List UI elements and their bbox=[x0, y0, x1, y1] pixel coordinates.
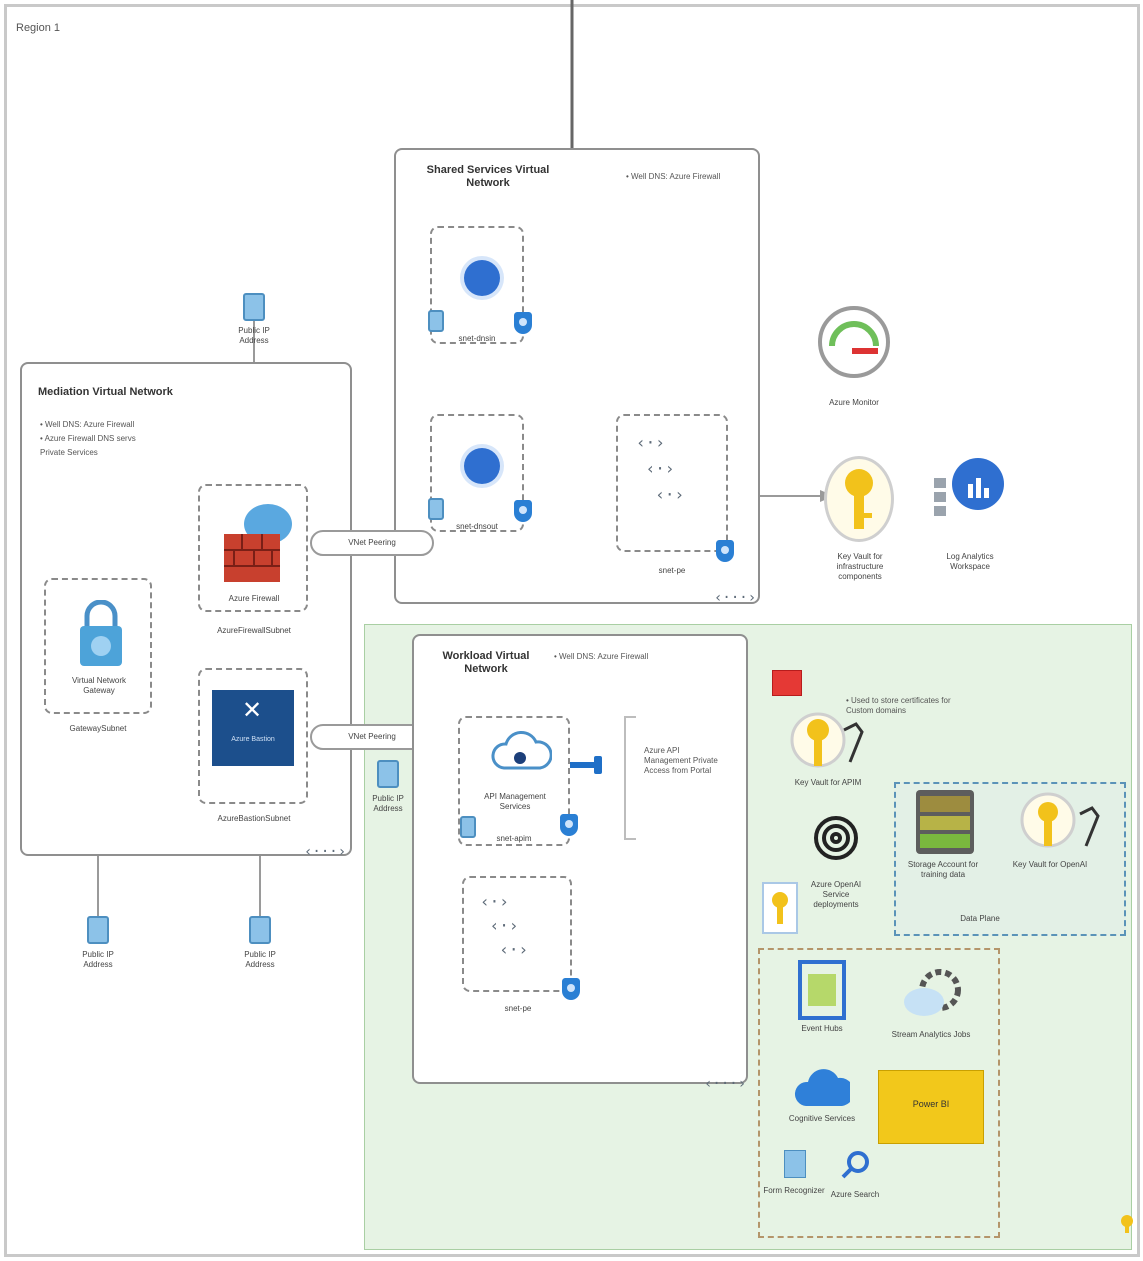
workload-pe-subnet bbox=[462, 876, 572, 992]
apim-cloud-icon bbox=[490, 726, 553, 778]
mediation-vnet-note-1: • Well DNS: Azure Firewall bbox=[40, 420, 135, 429]
stream-analytics-icon bbox=[900, 966, 964, 1022]
nsg-shield-icon bbox=[514, 312, 532, 334]
event-hubs-icon bbox=[796, 960, 848, 1020]
vnet-peering-connector: VNet Peering bbox=[310, 530, 434, 556]
openai-label: Azure OpenAI Service deployments bbox=[810, 880, 862, 909]
analytics-group bbox=[758, 948, 1000, 1238]
apim-subnet bbox=[458, 716, 570, 846]
storage-account-label: Storage Account for training data bbox=[907, 860, 979, 879]
dns-inbound-subnet bbox=[430, 226, 524, 344]
vpn-gateway-label: Virtual Network Gateway bbox=[71, 676, 127, 695]
keyvault-infra-icon bbox=[824, 456, 894, 542]
route-table-icon bbox=[428, 498, 444, 520]
mediation-vnet-note-3: Private Services bbox=[40, 448, 98, 457]
shared-services-vnet: Shared Services Virtual Network • Well D… bbox=[394, 148, 760, 606]
bastion-x-icon: ✕ bbox=[242, 697, 263, 724]
dns-outbound-subnet bbox=[430, 414, 524, 532]
azure-search-icon bbox=[840, 1150, 870, 1180]
workload-vnet: Workload Virtual Network • Well DNS: Azu… bbox=[412, 634, 748, 1092]
storage-account-icon bbox=[914, 790, 976, 854]
workload-vnet-title: Workload Virtual Network bbox=[442, 650, 530, 675]
shared-vnet-note: • Well DNS: Azure Firewall bbox=[626, 172, 721, 181]
nsg-shield-icon bbox=[514, 500, 532, 522]
dns-outbound-subnet-label: snet-dnsout bbox=[456, 522, 498, 531]
bastion-icon: ✕ Azure Bastion bbox=[212, 690, 294, 766]
route-table-icon bbox=[428, 310, 444, 332]
dns-inbound-subnet-label: snet-dnsin bbox=[458, 334, 496, 343]
firewall-icon bbox=[220, 496, 296, 584]
marker-icon bbox=[1120, 1214, 1134, 1234]
shared-vnet-title: Shared Services Virtual Network bbox=[426, 164, 550, 189]
dns-resolver-icon bbox=[464, 448, 500, 484]
form-recognizer-icon bbox=[784, 1150, 806, 1178]
firewall-subnet-label: AzureFirewallSubnet bbox=[217, 626, 291, 635]
public-ip-icon bbox=[377, 760, 399, 788]
cert-note: • Used to store certificates for Custom … bbox=[846, 696, 951, 715]
dns-resolver-icon bbox=[464, 260, 500, 296]
vnet-code-icon: ‹···› bbox=[304, 844, 347, 860]
apim-subnet-label: snet-apim bbox=[496, 834, 532, 843]
keyvault-apim-label: Key Vault for APIM bbox=[794, 778, 862, 787]
bastion-label: Azure Bastion bbox=[231, 736, 275, 743]
public-ip-label: Public IP Address bbox=[82, 950, 114, 969]
workload-vnet-note: • Well DNS: Azure Firewall bbox=[554, 652, 649, 661]
cognitive-services-icon bbox=[794, 1064, 855, 1112]
public-ip-icon bbox=[243, 293, 265, 321]
apim-key-icon bbox=[570, 756, 606, 774]
nsg-shield-icon bbox=[560, 814, 578, 836]
log-analytics-label: Log Analytics Workspace bbox=[946, 552, 994, 571]
power-bi-tile: Power BI bbox=[878, 1070, 984, 1144]
mediation-vnet: Mediation Virtual Network • Well DNS: Az… bbox=[20, 362, 352, 860]
workload-pe-subnet-label: snet-pe bbox=[504, 1004, 532, 1013]
shared-pe-subnet bbox=[616, 414, 728, 552]
bastion-subnet-label: AzureBastionSubnet bbox=[217, 814, 291, 823]
keyvault-apim-icon bbox=[790, 700, 870, 780]
stream-analytics-label: Stream Analytics Jobs bbox=[891, 1030, 971, 1039]
public-ip-label: Public IP Address bbox=[244, 950, 276, 969]
nsg-shield-icon bbox=[716, 540, 734, 562]
keyvault-openai-icon bbox=[1020, 790, 1110, 856]
apim-label: API Management Services bbox=[484, 792, 546, 811]
bastion-subnet bbox=[198, 668, 308, 804]
azure-search-label: Azure Search bbox=[830, 1190, 880, 1199]
form-recognizer-label: Form Recognizer bbox=[763, 1186, 825, 1195]
gateway-subnet bbox=[44, 578, 152, 714]
firewall-subnet bbox=[198, 484, 308, 612]
apim-bracket bbox=[624, 716, 636, 840]
public-ip-icon bbox=[249, 916, 271, 944]
keyvault-openai-label: Key Vault for OpenAI bbox=[1012, 860, 1088, 869]
public-ip-icon bbox=[87, 916, 109, 944]
region-label: Region 1 bbox=[16, 22, 61, 34]
data-plane-label: Data Plane bbox=[960, 914, 1000, 923]
public-ip-label: Public IP Address bbox=[372, 794, 404, 813]
public-ip-label: Public IP Address bbox=[238, 326, 270, 345]
event-hubs-label: Event Hubs bbox=[801, 1024, 843, 1033]
azure-monitor-label: Azure Monitor bbox=[829, 398, 879, 407]
azure-monitor-icon bbox=[818, 306, 890, 378]
vnet-code-icon: ‹···› bbox=[704, 1076, 747, 1092]
keyvault-infra-label: Key Vault for infrastructure components bbox=[836, 552, 884, 581]
mediation-vnet-title: Mediation Virtual Network bbox=[38, 386, 173, 398]
apim-note: Azure API Management Private Access from… bbox=[644, 746, 718, 775]
power-bi-label: Power BI bbox=[912, 1099, 950, 1109]
private-endpoint-icon: ‹·› ‹·› ‹·› bbox=[636, 433, 685, 504]
gateway-subnet-label: GatewaySubnet bbox=[69, 724, 127, 733]
log-analytics-icon bbox=[930, 456, 1010, 526]
mediation-vnet-note-2: • Azure Firewall DNS servs bbox=[40, 434, 136, 443]
nsg-shield-icon bbox=[562, 978, 580, 1000]
alert-badge bbox=[772, 670, 802, 696]
private-endpoint-icon: ‹·› ‹·› ‹·› bbox=[480, 892, 529, 959]
firewall-label: Azure Firewall bbox=[228, 594, 280, 603]
small-keyvault-icon bbox=[762, 882, 798, 934]
shared-pe-subnet-label: snet-pe bbox=[658, 566, 686, 575]
vpn-gateway-icon bbox=[78, 599, 124, 668]
openai-icon bbox=[810, 812, 862, 864]
vnet-code-icon: ‹···› bbox=[714, 590, 757, 606]
route-table-icon bbox=[460, 816, 476, 838]
cognitive-services-label: Cognitive Services bbox=[788, 1114, 856, 1123]
